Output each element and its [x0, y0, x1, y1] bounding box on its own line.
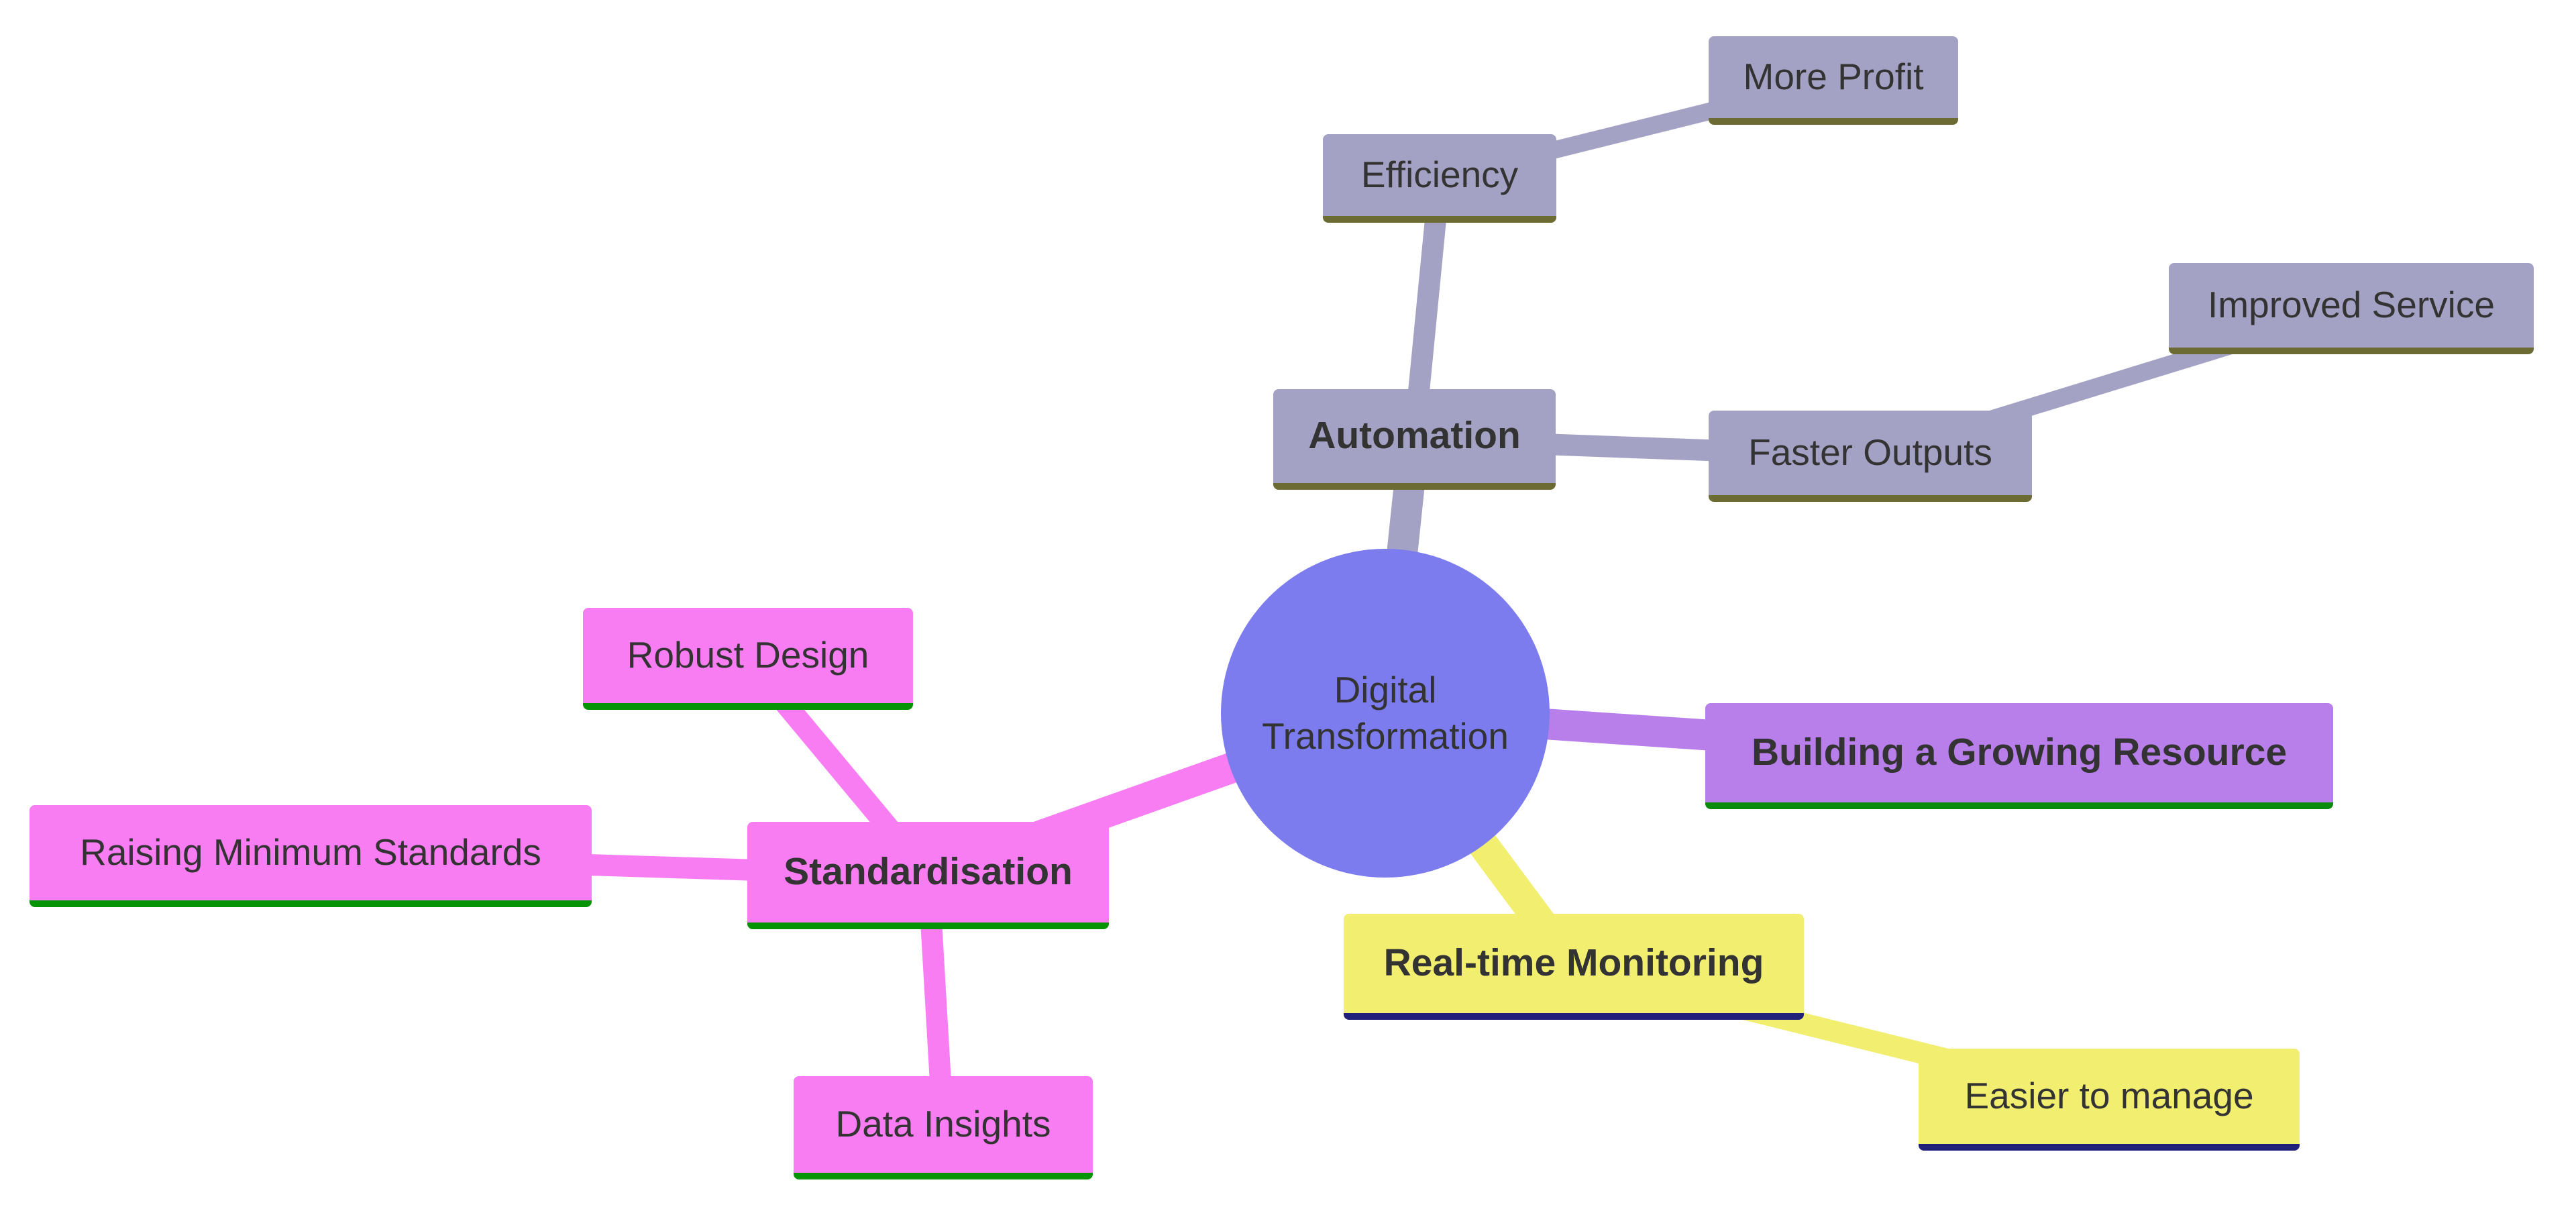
node-raising-minimum-standards: Raising Minimum Standards	[30, 805, 592, 907]
node-label: Robust Design	[627, 634, 869, 676]
node-building-a-growing-resource: Building a Growing Resource	[1705, 703, 2333, 809]
root-label-line2: Transformation	[1262, 715, 1509, 757]
node-faster-outputs: Faster Outputs	[1709, 411, 2032, 502]
node-efficiency: Efficiency	[1323, 134, 1556, 223]
node-label: Raising Minimum Standards	[80, 831, 541, 874]
node-label: Improved Service	[2208, 284, 2495, 326]
node-label: Efficiency	[1360, 154, 1519, 196]
node-label: Data Insights	[835, 1103, 1051, 1145]
node-label: Easier to manage	[1964, 1075, 2254, 1117]
node-improved-service: Improved Service	[2169, 263, 2534, 354]
node-label: Standardisation	[784, 850, 1073, 894]
node-label: More Profit	[1743, 56, 1924, 98]
node-digital-transformation: Digital Transformation	[1221, 549, 1550, 878]
node-label: Building a Growing Resource	[1751, 731, 2288, 774]
node-automation: Automation	[1273, 389, 1556, 490]
node-label: Faster Outputs	[1748, 431, 1992, 474]
node-more-profit: More Profit	[1709, 36, 1958, 125]
node-easier-to-manage: Easier to manage	[1919, 1049, 2300, 1151]
node-robust-design: Robust Design	[583, 608, 913, 710]
node-standardisation: Standardisation	[747, 822, 1109, 929]
root-label-line1: Digital	[1334, 669, 1437, 711]
node-label: Real-time Monitoring	[1383, 941, 1764, 985]
node-label: Automation	[1308, 414, 1521, 458]
node-real-time-monitoring: Real-time Monitoring	[1344, 914, 1804, 1020]
node-data-insights: Data Insights	[794, 1076, 1093, 1179]
